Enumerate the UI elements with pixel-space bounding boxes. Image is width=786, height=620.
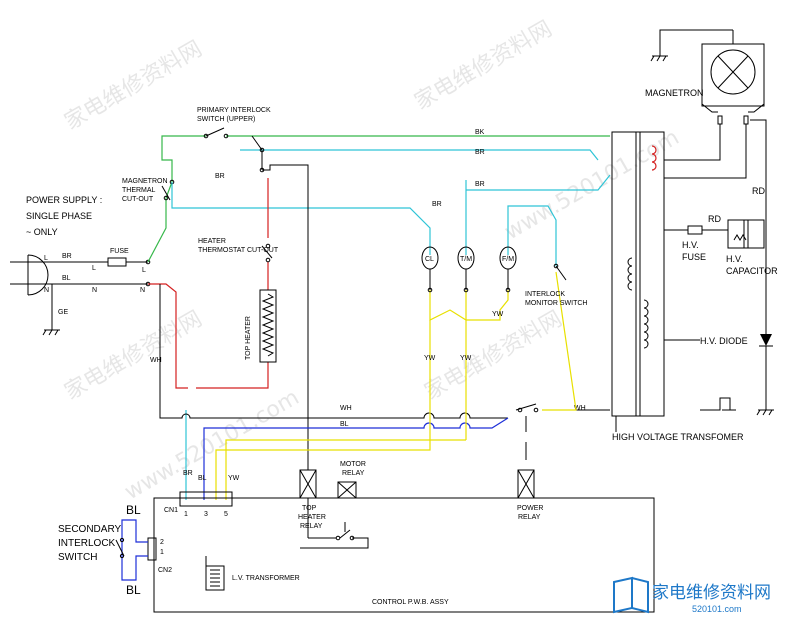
wire-color-label: YW (424, 355, 436, 362)
top-heater (259, 289, 277, 363)
wire-color-label: BL (198, 475, 207, 482)
power-plug (10, 254, 49, 296)
secondary-interlock-label: SWITCH (58, 552, 97, 563)
lv-transformer (205, 556, 225, 591)
wire-color-label: YW (228, 475, 240, 482)
top-heater-relay (299, 469, 317, 499)
high-voltage-transformer (611, 131, 665, 417)
watermark-text: 家电维修资料网 (411, 17, 557, 116)
secondary-interlock-label: SECONDARY (58, 524, 121, 535)
terminal-label: L (44, 255, 48, 262)
watermark-url: www.520101.com (501, 125, 684, 245)
magnetron-cutout-label: THERMAL (122, 187, 156, 194)
secondary-interlock-label: INTERLOCK (58, 538, 116, 549)
terminal-label: N (140, 287, 145, 294)
wire-color-label: BR (183, 470, 193, 477)
heater-thermostat-label: HEATER (198, 238, 226, 245)
logo-text: 家电维修资料网 (652, 583, 771, 603)
wire-color-label: BR (432, 201, 442, 208)
watermark-text: 家电维修资料网 (61, 307, 207, 406)
magnetron (701, 43, 765, 125)
power-relay (517, 469, 535, 499)
wire-color-label: BR (475, 181, 485, 188)
cn2-connector (147, 537, 157, 561)
motor-relay-label: MOTOR (340, 461, 366, 468)
control-pwb (153, 491, 655, 613)
hv-diode (760, 334, 772, 346)
lv-transformer-label: L.V. TRANSFORMER (232, 575, 300, 582)
watermark-text: 家电维修资料网 (61, 37, 207, 136)
power-supply-label: POWER SUPPLY : (26, 195, 102, 205)
motor-cl-label: CL (425, 256, 434, 263)
magnetron-cutout-label: MAGNETRON (122, 178, 168, 185)
hv-transformer-label: HIGH VOLTAGE TRANSFOMER (612, 432, 744, 442)
ground-label: GE (58, 309, 68, 316)
interlock-monitor-label: MONITOR SWITCH (525, 300, 587, 307)
motor-tm-label: T/M (460, 256, 472, 263)
cn2-label: CN2 (158, 567, 172, 574)
top-heater-relay-label: HEATER (298, 514, 326, 521)
wire-color-label: WH (340, 405, 352, 412)
top-heater-relay-label: TOP (302, 505, 317, 512)
top-heater-relay-label: RELAY (300, 523, 323, 530)
wire-color-label: BL (340, 421, 349, 428)
wire-color-label: BL (126, 503, 141, 517)
hv-capacitor-label: H.V. (726, 254, 743, 264)
magnetron-label: MAGNETRON (645, 88, 704, 98)
primary-interlock-label: PRIMARY INTERLOCK (197, 107, 271, 114)
power-supply-label: ~ ONLY (26, 227, 58, 237)
motor-relay-label: RELAY (342, 470, 365, 477)
fuse-label: FUSE (110, 248, 129, 255)
wire-color-label: BK (475, 129, 485, 136)
cn2-pin-label: 2 (160, 539, 164, 546)
wire-color-label: BL (62, 275, 71, 282)
wire-color-label: BR (215, 173, 225, 180)
wire-color-label: RD (752, 186, 765, 196)
cn1-pin-label: 3 (204, 511, 208, 518)
wire-color-label: BR (475, 149, 485, 156)
wire-color-label: YW (460, 355, 472, 362)
primary-interlock-label: SWITCH (UPPER) (197, 116, 255, 123)
wire-color-label: WH (150, 357, 162, 364)
wire-color-label: BR (62, 253, 72, 260)
power-relay-label: POWER (517, 505, 543, 512)
control-pwb-label: CONTROL P.W.B. ASSY (372, 599, 449, 606)
motor-relay (337, 481, 357, 499)
top-heater-label: TOP HEATER (245, 316, 252, 360)
wire-color-label: YW (492, 311, 504, 318)
hv-fuse-label: H.V. (682, 240, 699, 250)
wire-color-label: BL (126, 583, 141, 597)
interlock-monitor-label: INTERLOCK (525, 291, 565, 298)
terminal-label: N (44, 287, 49, 294)
magnetron-cutout-label: CUT-OUT (122, 196, 154, 203)
motor-fm-label: F/M (502, 256, 514, 263)
terminal-label: L (142, 267, 146, 274)
motor-tm: T/M (457, 246, 475, 293)
hv-capacitor (727, 219, 765, 249)
watermark-text: 家电维修资料网 (421, 307, 567, 406)
cn1-pin-label: 5 (224, 511, 228, 518)
watermark-layer: 家电维修资料网 家电维修资料网 家电维修资料网 家电维修资料网 www.5201… (61, 17, 684, 506)
heater-thermostat-label: THERMOSTAT CUT-OUT (198, 247, 279, 254)
hv-capacitor-label: CAPACITOR (726, 266, 778, 276)
cn1-pin-label: 1 (184, 511, 188, 518)
hv-fuse-label: FUSE (682, 252, 706, 262)
watermark-url: www.520101.com (121, 385, 304, 505)
wire-color-label: WH (574, 405, 586, 412)
fuse (107, 257, 127, 267)
hv-diode-label: H.V. DIODE (700, 336, 748, 346)
power-supply-label: SINGLE PHASE (26, 211, 92, 221)
hv-fuse (687, 225, 703, 235)
terminal-label: N (92, 287, 97, 294)
terminal-label: L (92, 265, 96, 272)
wire-color-label: RD (708, 214, 721, 224)
motor-cl: CL (421, 246, 439, 293)
logo-url: 520101.com (692, 604, 742, 614)
power-relay-label: RELAY (518, 514, 541, 521)
site-logo: 家电维修资料网 520101.com (613, 576, 771, 614)
cn2-pin-label: 1 (160, 549, 164, 556)
motor-fm: F/M (499, 246, 517, 293)
cn1-label: CN1 (164, 507, 178, 514)
